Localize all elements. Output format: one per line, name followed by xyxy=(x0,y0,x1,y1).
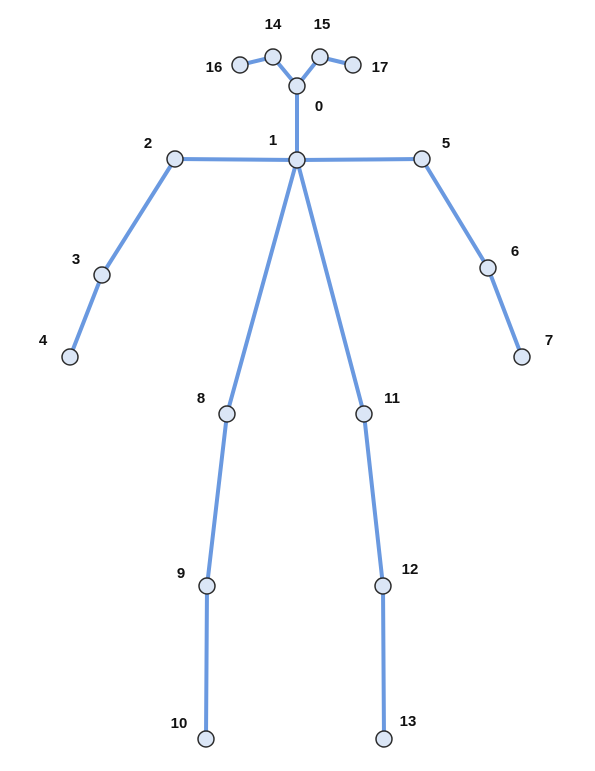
joint-6 xyxy=(479,259,497,277)
joint-12 xyxy=(374,577,392,595)
joint-label-4: 4 xyxy=(39,332,48,349)
joint-17 xyxy=(344,56,362,74)
joint-7 xyxy=(513,348,531,366)
joint-16 xyxy=(231,56,249,74)
joint-5 xyxy=(413,150,431,168)
joint-2 xyxy=(166,150,184,168)
bone-1-11 xyxy=(295,158,366,416)
joint-label-16: 16 xyxy=(206,59,223,76)
joint-label-6: 6 xyxy=(511,243,519,260)
joint-8 xyxy=(218,405,236,423)
bone-9-10 xyxy=(204,584,209,741)
joint-13 xyxy=(375,730,393,748)
joint-11 xyxy=(355,405,373,423)
skeleton-joints xyxy=(61,48,531,748)
joint-label-17: 17 xyxy=(372,59,389,76)
bone-12-13 xyxy=(381,584,386,741)
joint-15 xyxy=(311,48,329,66)
joint-label-10: 10 xyxy=(171,715,188,732)
joint-3 xyxy=(93,266,111,284)
bone-6-7 xyxy=(486,266,524,359)
bone-2-3 xyxy=(100,157,177,277)
joint-1 xyxy=(288,151,306,169)
joint-label-0: 0 xyxy=(315,98,323,115)
joint-4 xyxy=(61,348,79,366)
joint-9 xyxy=(198,577,216,595)
bone-8-9 xyxy=(205,412,229,588)
joint-label-12: 12 xyxy=(402,561,419,578)
joint-10 xyxy=(197,730,215,748)
joint-label-5: 5 xyxy=(442,135,450,152)
joint-label-8: 8 xyxy=(197,390,205,407)
joint-label-7: 7 xyxy=(545,332,553,349)
joint-label-9: 9 xyxy=(177,565,185,582)
joint-0 xyxy=(288,77,306,95)
joint-label-11: 11 xyxy=(384,390,400,407)
joint-label-2: 2 xyxy=(144,135,152,152)
bone-11-12 xyxy=(362,412,385,588)
joint-label-14: 14 xyxy=(265,16,282,33)
joint-label-15: 15 xyxy=(314,16,331,33)
bone-5-6 xyxy=(420,157,490,270)
bone-1-8 xyxy=(225,158,299,416)
bone-1-2 xyxy=(173,157,299,162)
skeleton-bones xyxy=(68,55,524,741)
bone-3-4 xyxy=(68,273,104,359)
joint-label-13: 13 xyxy=(400,713,417,730)
bone-1-5 xyxy=(295,157,424,162)
joint-label-3: 3 xyxy=(72,251,80,268)
joint-label-1: 1 xyxy=(269,132,277,149)
joint-14 xyxy=(264,48,282,66)
